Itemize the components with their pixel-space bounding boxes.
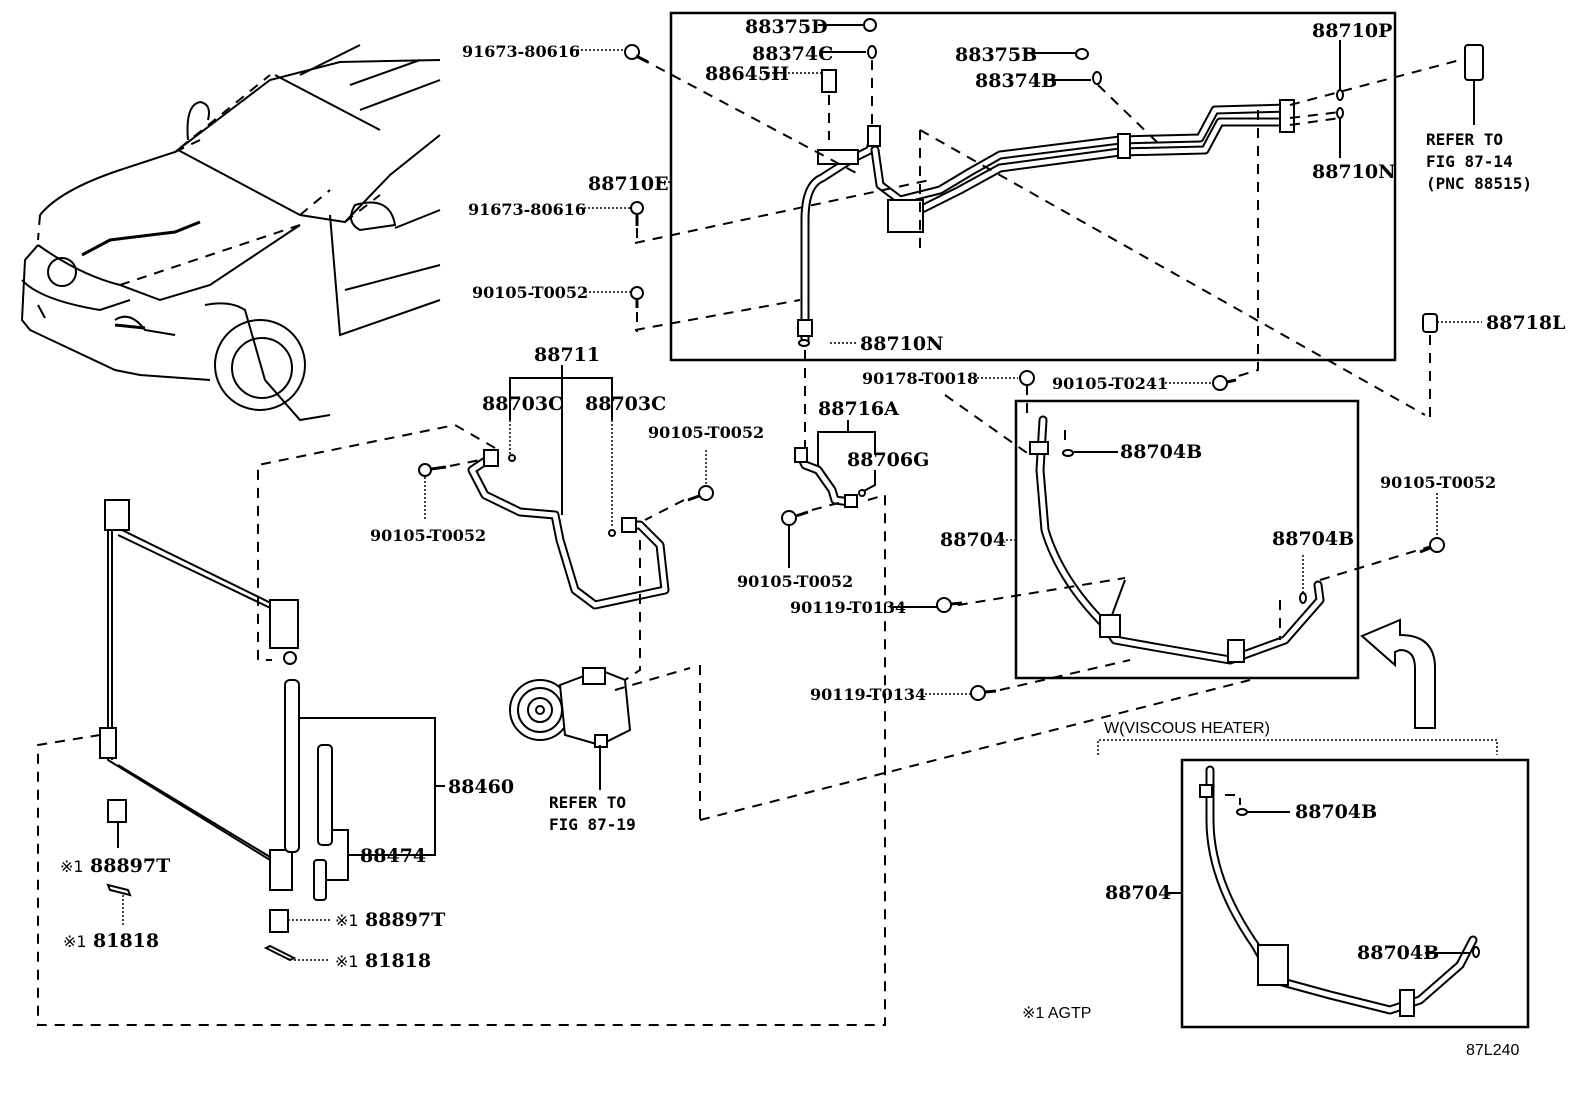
condenser-88460 (99, 499, 300, 891)
bolt-90105-t0241-icon (1212, 375, 1237, 391)
discharge-hose-88711 (467, 449, 670, 610)
oring-88710p-icon (1336, 89, 1344, 101)
labels: 88375D 88374C 88645H 88375B 88374B 88710… (60, 16, 1565, 1059)
nut-90178-icon (1019, 370, 1035, 386)
label-88704b-c: 88704B (1295, 801, 1377, 823)
note-mark-81818-b: ※1 (335, 952, 359, 971)
bolt-90105-b-icon (418, 463, 447, 477)
label-88704-viscous: 88704 (1105, 882, 1171, 904)
label-90105-t0052-d: 90105-T0052 (737, 572, 853, 591)
label-88645h: 88645H (705, 63, 789, 85)
label-81818-a-icon (106, 883, 132, 897)
bolt-90119-a-icon (936, 597, 963, 613)
pressure-switch-88645h-icon (821, 69, 837, 93)
figure-id: 87L240 (1466, 1042, 1519, 1059)
label-88704b-d: 88704B (1357, 942, 1439, 964)
label-88897t-a: 88897T (90, 855, 170, 877)
part-88515-icon (1464, 44, 1484, 125)
refer-fig-87-14-line2[interactable]: FIG 87-14 (1426, 152, 1513, 171)
label-88706g: 88706G (847, 449, 929, 471)
label-88710n-top: 88710N (1312, 161, 1395, 183)
label-90105-t0241: 90105-T0241 (1052, 374, 1168, 393)
label-88718l: 88718L (1486, 312, 1565, 334)
variant-bracket (1097, 739, 1498, 755)
oring-88710n-icon (1336, 107, 1344, 119)
bolt-90105-d-icon (781, 510, 809, 526)
oring-88710n-lower-icon (798, 339, 810, 347)
liquid-tube-88716a (794, 447, 858, 508)
footnote: ※1 AGTP (1022, 1005, 1091, 1022)
filter-88474 (313, 744, 333, 901)
label-88710n-bottom: 88710N (860, 333, 943, 355)
label-91673-b: 91673-80616 (468, 200, 586, 219)
valve-core-88374c-icon (867, 45, 877, 59)
label-88710p: 88710P (1312, 20, 1392, 42)
label-88703c-a: 88703C (482, 393, 563, 415)
label-88703c-b: 88703C (585, 393, 666, 415)
label-88897t-b: 88897T (365, 909, 445, 931)
clamp-88718l-icon (1422, 313, 1438, 333)
upper-assembly-box (669, 11, 1397, 362)
label-88375d: 88375D (745, 16, 828, 38)
label-81818-b: 81818 (365, 950, 431, 972)
suction-tube-88704 (1029, 415, 1325, 665)
wheel-icon (214, 319, 306, 411)
label-88711: 88711 (534, 344, 600, 366)
oring-88704b-d-icon (1472, 946, 1480, 958)
refer-fig-87-14-line3[interactable]: (PNC 88515) (1426, 174, 1532, 193)
label-88704b-a: 88704B (1120, 441, 1202, 463)
valve-core-88374b-icon (1092, 71, 1102, 85)
emblem-icon (47, 257, 77, 287)
cap-88375d-icon (863, 18, 877, 32)
label-90119-t0134-a: 90119-T0134 (790, 598, 906, 617)
note-mark-88897t-a: ※1 (60, 857, 84, 876)
bolt-90105-c-icon (687, 485, 714, 502)
cushion-88897t-b-icon (269, 909, 289, 933)
label-88710e: 88710E (588, 173, 669, 195)
label-90105-t0052-b: 90105-T0052 (370, 526, 486, 545)
label-88460: 88460 (448, 776, 514, 798)
label-88716a: 88716A (818, 398, 899, 420)
label-81818-b-icon (263, 944, 297, 962)
label-90178-t0018: 90178-T0018 (862, 369, 978, 388)
oring-88704b-c-icon (1236, 808, 1248, 816)
label-88704: 88704 (940, 529, 1006, 551)
note-mark-81818-a: ※1 (63, 932, 87, 951)
refer-fig-87-19-line1[interactable]: REFER TO (549, 793, 626, 812)
label-90105-t0052-a: 90105-T0052 (472, 283, 588, 302)
note-mark-88897t-b: ※1 (335, 911, 359, 930)
label-88474: 88474 (360, 845, 426, 867)
label-81818-a: 81818 (93, 930, 159, 952)
oring-88703c-a-icon (508, 454, 516, 462)
label-88375b: 88375B (955, 44, 1037, 66)
cap-88375b-icon (1075, 48, 1089, 60)
label-90119-t0134-b: 90119-T0134 (810, 685, 926, 704)
bolt-90105-e-icon (1419, 537, 1445, 554)
label-90105-t0052-e: 90105-T0052 (1380, 473, 1496, 492)
oring-88703c-b-icon (608, 529, 616, 537)
oring-88706g-icon (858, 489, 866, 497)
bolt-90105-a-icon (630, 286, 644, 308)
label-88704b-b: 88704B (1272, 528, 1354, 550)
cushion-88897t-a-icon (107, 799, 127, 823)
label-88374c: 88374C (752, 43, 833, 65)
bolt-91673-a-icon (624, 44, 649, 64)
bolt-90119-b-icon (970, 685, 997, 701)
refer-fig-87-14-line1[interactable]: REFER TO (1426, 130, 1503, 149)
viscous-tube-88704 (1199, 765, 1478, 1017)
bolt-91673-b-icon (630, 201, 644, 226)
compressor-icon (509, 667, 632, 748)
label-88374b: 88374B (975, 70, 1057, 92)
label-91673-a: 91673-80616 (462, 42, 580, 61)
oring-88704b-a-icon (1062, 449, 1074, 457)
vehicle-illustration (20, 44, 441, 422)
direction-arrow-icon (1360, 618, 1436, 729)
refer-fig-87-19-line2[interactable]: FIG 87-19 (549, 815, 636, 834)
label-90105-t0052-c: 90105-T0052 (648, 423, 764, 442)
oring-88704b-b-icon (1299, 592, 1307, 604)
upper-tube-assembly (797, 99, 1295, 345)
variant-label: W(VISCOUS HEATER) (1104, 720, 1270, 737)
